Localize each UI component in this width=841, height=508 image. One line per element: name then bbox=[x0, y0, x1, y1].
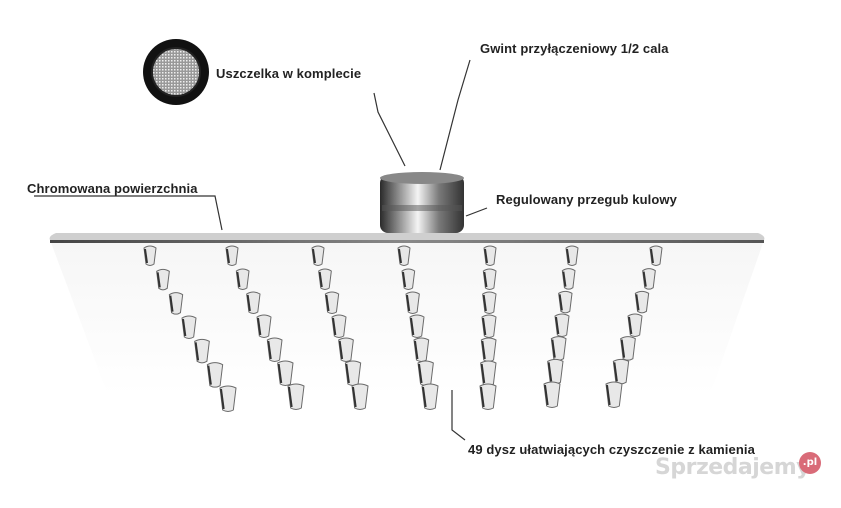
nozzle-shadow bbox=[613, 362, 618, 382]
nozzle-shadow bbox=[551, 339, 556, 358]
nozzle-shadow bbox=[483, 271, 488, 288]
nozzle-shadow bbox=[207, 365, 212, 385]
nozzle-shadow bbox=[628, 316, 633, 335]
nozzle-shadow bbox=[481, 340, 486, 360]
nozzle-shadow bbox=[480, 363, 486, 384]
nozzle-shadow bbox=[325, 294, 330, 312]
nozzle-shadow bbox=[226, 248, 230, 264]
nozzle-shadow bbox=[257, 317, 262, 336]
nozzle-shadow bbox=[482, 294, 487, 312]
nozzles-label: 49 dysz ułatwiających czyszczenie z kami… bbox=[468, 442, 755, 457]
nozzle-shadow bbox=[422, 386, 427, 408]
ball-joint-icon bbox=[380, 172, 464, 233]
leader-lines bbox=[34, 59, 488, 441]
nozzle-shadow bbox=[246, 294, 251, 312]
nozzle-shadow bbox=[414, 340, 419, 360]
nozzle-shadow bbox=[169, 295, 174, 312]
nozzle-shadow bbox=[482, 317, 487, 336]
gasket-label: Uszczelka w komplecie bbox=[216, 66, 362, 81]
nozzle-shadow bbox=[318, 271, 323, 288]
watermark-badge: .pl bbox=[799, 452, 821, 474]
nozzle-shadow bbox=[182, 318, 187, 337]
nozzle-shadow bbox=[558, 294, 563, 311]
nozzle-shadow bbox=[312, 248, 316, 264]
ball-joint-label: Regulowany przegub kulowy bbox=[496, 192, 677, 207]
nozzle-shadow bbox=[544, 384, 549, 406]
nozzle-shadow bbox=[277, 363, 283, 384]
nozzle-shadow bbox=[352, 386, 357, 408]
nozzle-shadow bbox=[547, 362, 553, 382]
nozzle-shadow bbox=[484, 248, 488, 264]
nozzle-shadow bbox=[288, 386, 293, 408]
nozzle-shadow bbox=[332, 317, 337, 336]
nozzle-shadow bbox=[480, 386, 485, 408]
nozzle-shadow bbox=[345, 363, 350, 384]
nozzle-shadow bbox=[635, 294, 640, 311]
nozzle-shadow bbox=[402, 271, 407, 288]
nozzle-shadow bbox=[606, 384, 611, 406]
watermark-text: Sprzedajemy bbox=[655, 455, 811, 480]
gasket-icon bbox=[143, 39, 209, 105]
nozzle-shadow bbox=[555, 316, 560, 335]
chrome-surface-label: Chromowana powierzchnia bbox=[27, 181, 198, 196]
nozzle-shadow bbox=[566, 248, 570, 264]
nozzle-shadow bbox=[650, 248, 654, 264]
nozzle-grid bbox=[143, 245, 663, 412]
nozzle-shadow bbox=[562, 271, 567, 287]
shower-head-icon bbox=[49, 233, 765, 395]
nozzle-shadow bbox=[620, 339, 626, 358]
nozzle-shadow bbox=[418, 363, 423, 384]
nozzle-shadow bbox=[144, 248, 148, 264]
nozzle-shadow bbox=[220, 388, 225, 410]
nozzle-shadow bbox=[410, 317, 415, 336]
thread-label: Gwint przyłączeniowy 1/2 cala bbox=[480, 41, 669, 56]
nozzle-shadow bbox=[194, 342, 200, 361]
nozzle-shadow bbox=[398, 248, 402, 264]
nozzle-shadow bbox=[236, 271, 241, 288]
nozzle-shadow bbox=[156, 272, 161, 288]
nozzle-shadow bbox=[338, 340, 344, 360]
nozzle-shadow bbox=[267, 340, 272, 360]
nozzle-shadow bbox=[642, 271, 647, 287]
nozzle-shadow bbox=[406, 294, 411, 312]
